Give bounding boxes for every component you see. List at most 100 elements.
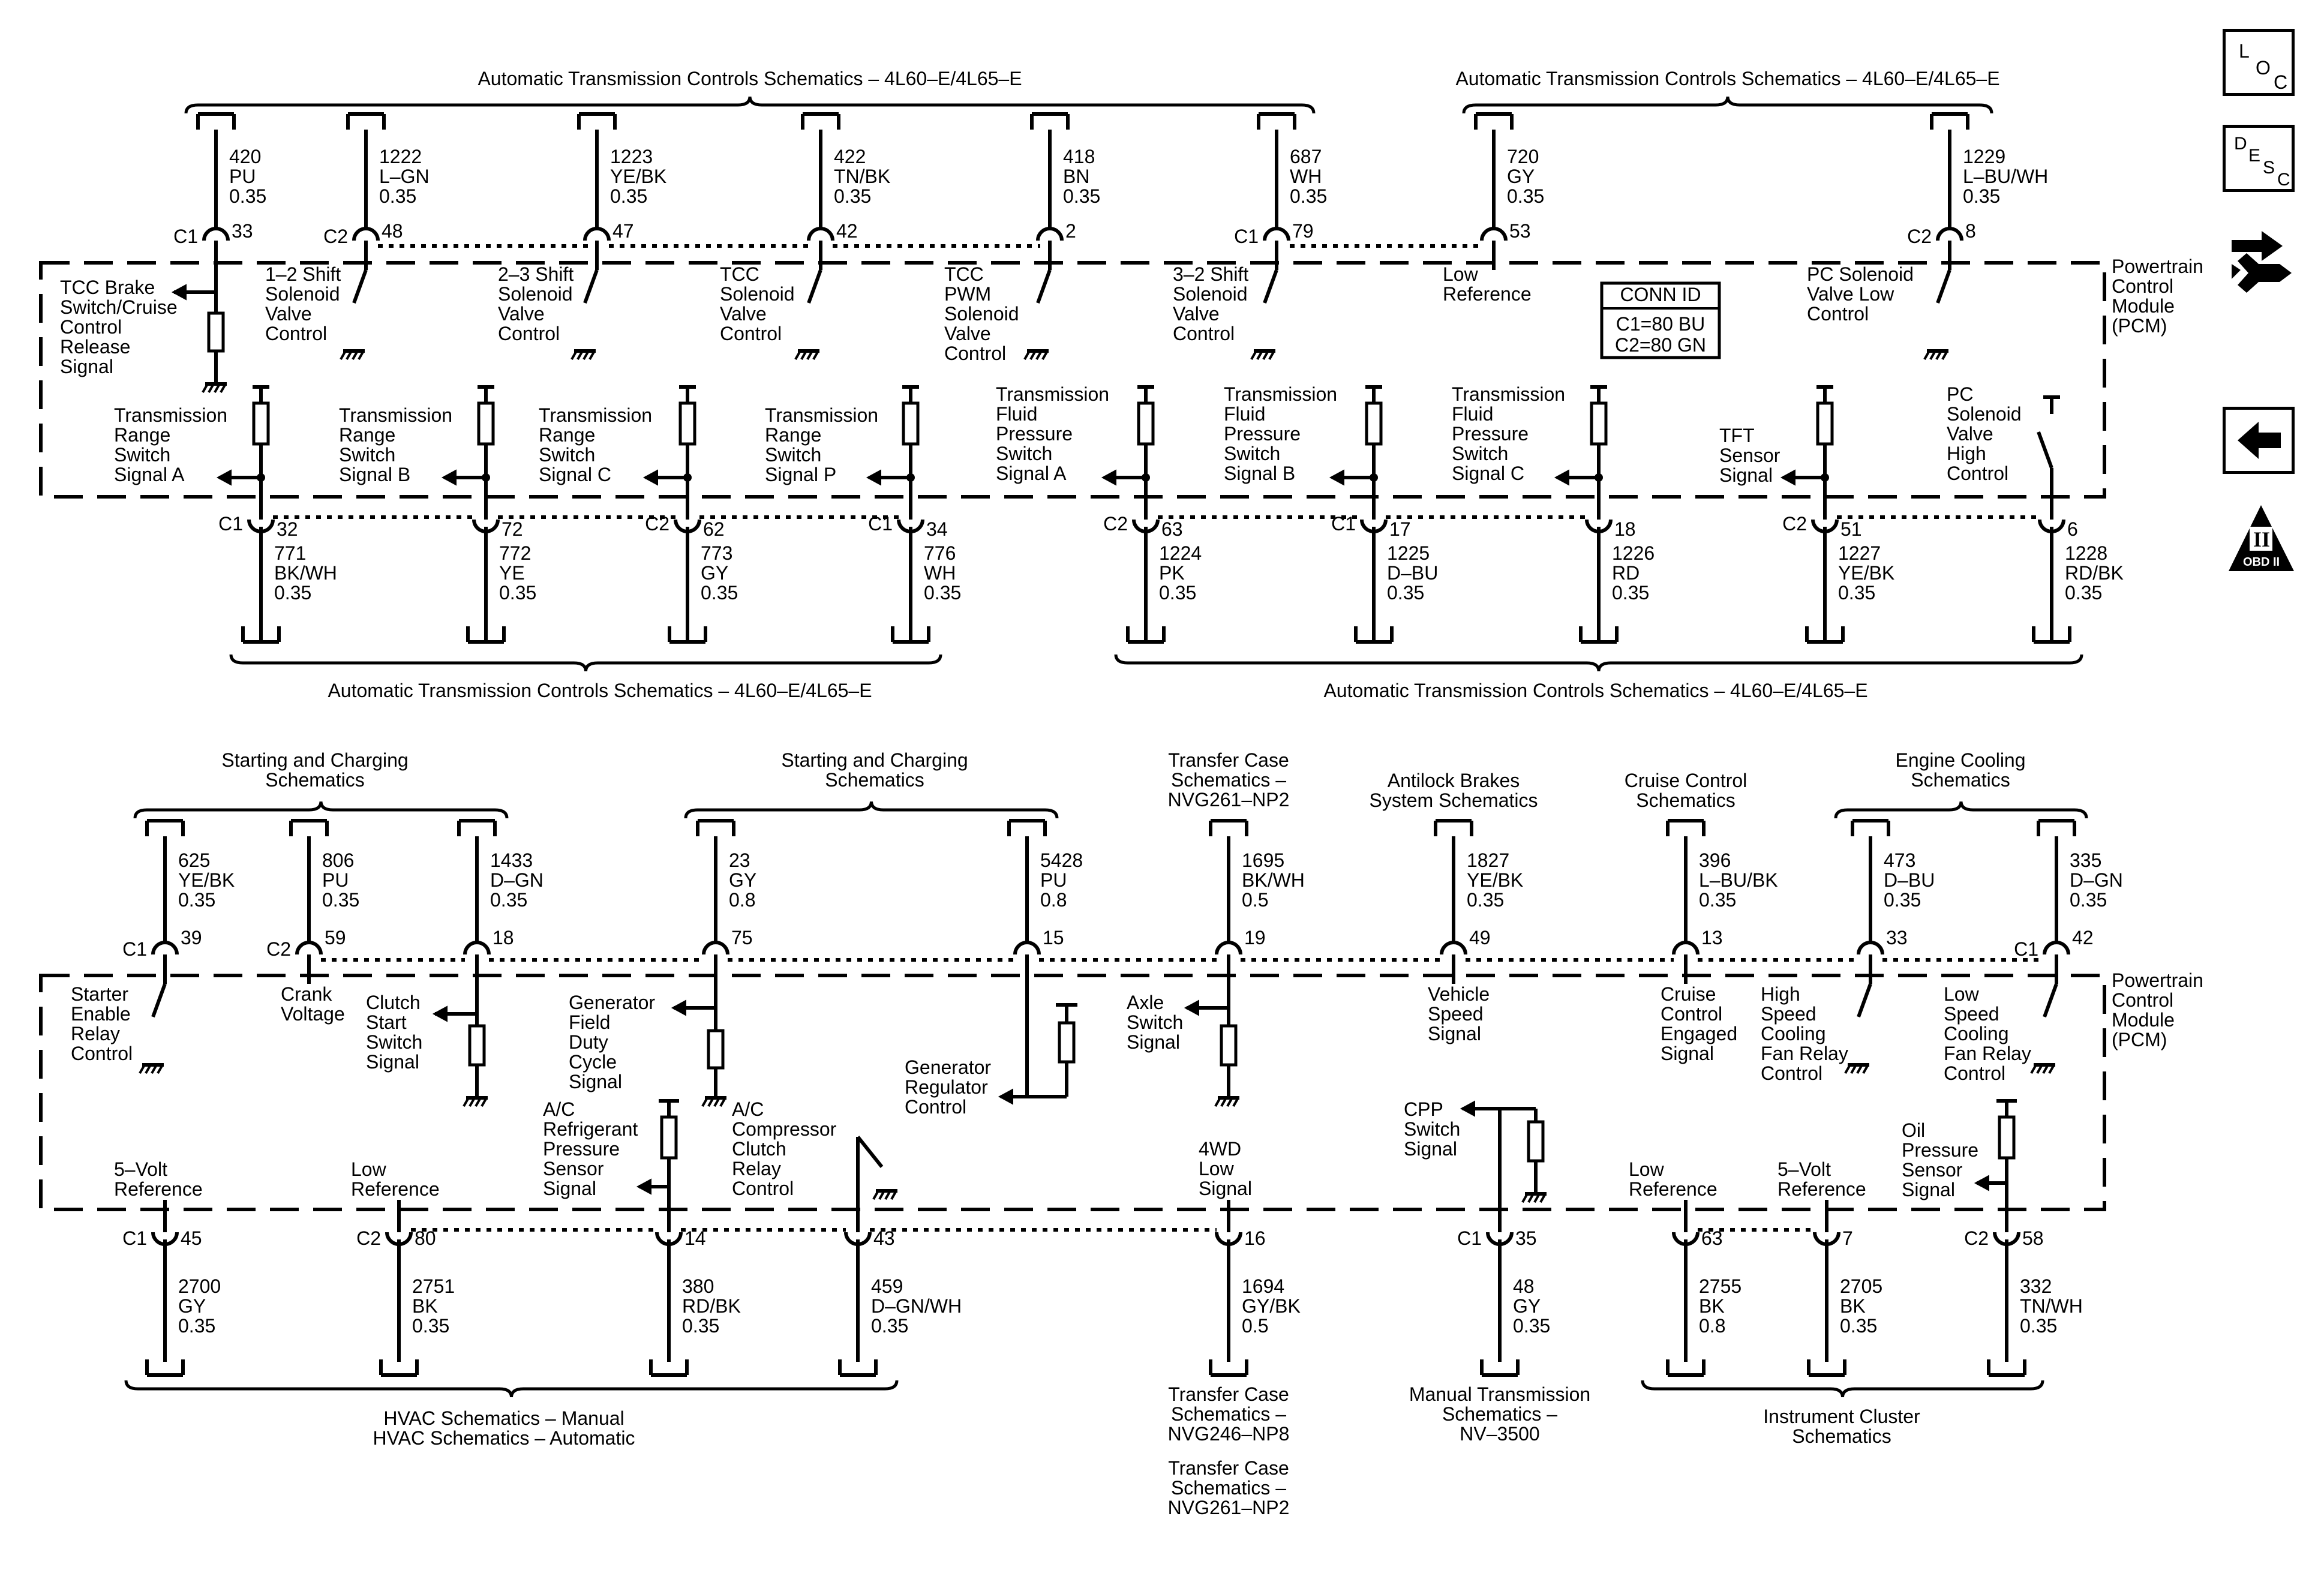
circuit-label-bt-line: Control: [1661, 1003, 1722, 1025]
ground-symbol: [1935, 350, 1942, 360]
obd-ii-text: OBD II: [2242, 556, 2280, 569]
circuit-label-mid-line: TFT: [1719, 425, 1755, 446]
obd-ii-numeral: II: [2253, 527, 2271, 551]
ground-symbol: [1232, 1097, 1239, 1107]
circuit-label-bt-line: Fan Relay: [1761, 1043, 1848, 1064]
switch-contact: [583, 269, 599, 304]
connector-pin: [2043, 941, 2070, 955]
pin-number-bb: 45: [181, 1227, 202, 1249]
circuit-label-bt-line: Signal: [1661, 1043, 1714, 1064]
ground-symbol: [582, 350, 590, 360]
wire-label-top-line: 0.35: [1507, 185, 1544, 207]
obd-ii-badge[interactable]: II OBD II: [2227, 503, 2296, 574]
header-cruise-control-line: Schematics: [1636, 789, 1735, 811]
ground-symbol: [1035, 350, 1043, 360]
ground-symbol: [1539, 1193, 1547, 1203]
header-transfer-case-bottom-1-line: Schematics –: [1171, 1403, 1286, 1425]
ground-symbol: [202, 383, 209, 393]
circuit-label-bt-line: Signal: [366, 1051, 419, 1073]
location-button[interactable]: L O C: [2223, 29, 2295, 96]
back-button[interactable]: [2223, 407, 2295, 474]
switch-contact: [807, 269, 822, 304]
circuit-label-bb-line: Reference: [351, 1178, 440, 1200]
circuit-label-bt-line: Vehicle: [1428, 983, 1490, 1005]
conn-id-c2: C2=80 GN: [1615, 334, 1706, 356]
pcm-box-bottom: [39, 974, 2106, 1211]
switch-contact: [1263, 269, 1278, 304]
header-transfer-case-top-line: NVG261–NP2: [1168, 789, 1290, 810]
wire-label-mid-line: 1225: [1387, 542, 1430, 564]
ground-symbol: [707, 1097, 714, 1107]
connector-id-bb: C2: [1964, 1227, 1989, 1249]
ground-symbol: [358, 350, 365, 360]
harness-brace-at-mid-left: [229, 654, 942, 672]
circuit-label-bb-line: CPP: [1404, 1098, 1443, 1120]
circuit-label-mid-line: Switch: [114, 444, 170, 466]
harness-brace-hvac: [124, 1380, 899, 1398]
circuit-label-bb-line: Reference: [1629, 1178, 1718, 1200]
loc-letter-l: L: [2239, 40, 2250, 62]
resistor: [1816, 401, 1834, 446]
wire-label-mid-line: RD/BK: [2065, 562, 2124, 584]
wire-label-bt-line: 473: [1884, 849, 1915, 871]
connector-id-bt: C2: [266, 938, 291, 960]
resistor: [207, 311, 225, 353]
wire-label-bb-line: RD/BK: [682, 1295, 741, 1317]
wire-label-mid-line: 773: [701, 542, 732, 564]
circuit-label-bt-line: Voltage: [281, 1003, 345, 1025]
wire-label-mid-line: RD: [1612, 562, 1640, 584]
arrow-head: [1554, 469, 1569, 486]
wire-label-bb-line: 459: [871, 1275, 903, 1297]
ground-symbol: [151, 1064, 158, 1074]
circuit-label-mid-line: Signal C: [1452, 463, 1524, 484]
ground-symbol: [878, 1190, 885, 1200]
wire-label-bb-line: 0.35: [1840, 1315, 1877, 1337]
ground-symbol: [884, 1190, 891, 1200]
wire-label-bb-line: 380: [682, 1275, 714, 1297]
switch-contact: [2043, 983, 2058, 1018]
pin-number-bt: 19: [1244, 927, 1266, 948]
connector-pin: [702, 941, 729, 955]
pin-number-top: 2: [1065, 220, 1076, 242]
circuit-label-bt-line: Crank: [281, 983, 332, 1005]
connector-pin: [807, 227, 834, 241]
circuit-label-bb-line: Signal: [1404, 1138, 1457, 1160]
circuit-label-bt-line: Control: [905, 1096, 966, 1118]
pin-number-mid: 6: [2067, 518, 2078, 540]
circuit-label-top-line: Solenoid: [265, 283, 340, 305]
wire-label-mid-line: PK: [1159, 562, 1185, 584]
switch-contact: [352, 269, 368, 304]
circuit-label-bt-line: Axle: [1127, 992, 1164, 1013]
diagnostics-button[interactable]: [2226, 216, 2298, 300]
header-engine-cooling-line: Schematics: [1911, 769, 2010, 791]
arrow-head: [642, 469, 658, 486]
circuit-label-bb-line: Signal: [543, 1178, 596, 1199]
wire-label-bb-line: 48: [1513, 1275, 1535, 1297]
circuit-label-top-line: Control: [1173, 323, 1235, 344]
description-button[interactable]: D E S C: [2223, 125, 2295, 192]
switch-contact: [151, 983, 167, 1018]
circuit-label-bt-line: Signal: [569, 1071, 622, 1092]
wire-label-mid-line: 0.35: [1612, 582, 1649, 604]
ground-symbol: [701, 1097, 708, 1107]
wire-label-top-line: GY: [1507, 166, 1535, 187]
wire-label-mid-line: GY: [701, 562, 728, 584]
circuit-label-mid-line: Fluid: [996, 403, 1037, 425]
junction-dot: [1370, 473, 1378, 482]
switch-contact: [1857, 983, 1872, 1018]
obd-triangle-icon: [2229, 505, 2294, 571]
wire-label-bb-line: 0.35: [412, 1315, 449, 1337]
circuit-label-top-line: Solenoid: [944, 303, 1019, 325]
header-engine-cooling-line: Engine Cooling: [1895, 749, 2025, 771]
ground-symbol: [800, 350, 807, 360]
pin-number-mid: 17: [1389, 518, 1411, 540]
